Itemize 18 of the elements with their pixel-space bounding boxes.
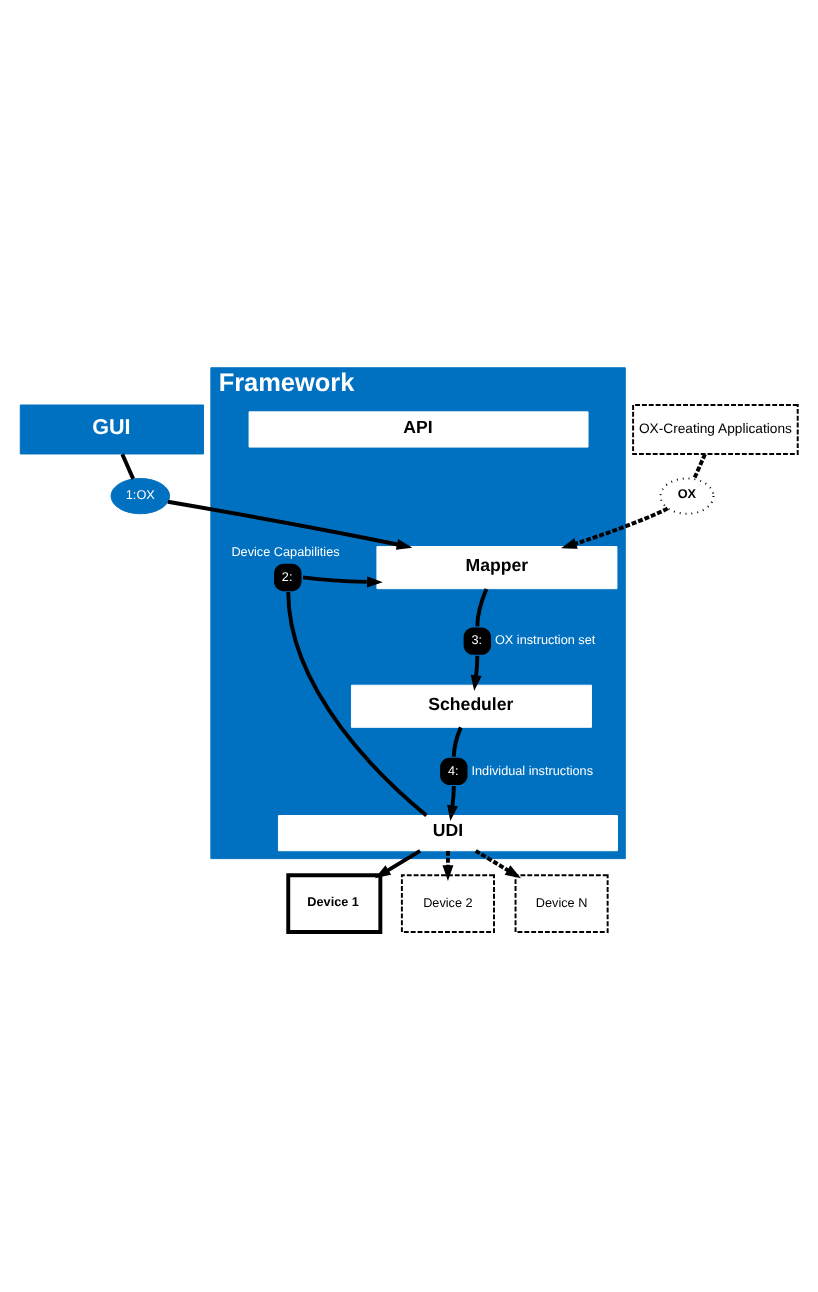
connector xyxy=(286,591,428,817)
arrow xyxy=(302,575,383,588)
arrow xyxy=(167,499,413,550)
arrow xyxy=(374,849,422,879)
arrow xyxy=(561,506,669,549)
connector xyxy=(692,453,707,480)
node-box: Mapper xyxy=(376,546,618,590)
connector xyxy=(451,726,463,757)
node-box: Scheduler xyxy=(350,684,592,728)
node-box: GUI xyxy=(19,404,204,455)
node-box: API xyxy=(248,411,589,448)
arrow xyxy=(447,786,458,822)
arrow xyxy=(470,655,482,691)
node-box: UDI xyxy=(277,815,618,852)
arrow xyxy=(474,849,521,879)
connector xyxy=(475,588,489,627)
connector xyxy=(120,453,135,480)
arrow xyxy=(442,851,454,881)
